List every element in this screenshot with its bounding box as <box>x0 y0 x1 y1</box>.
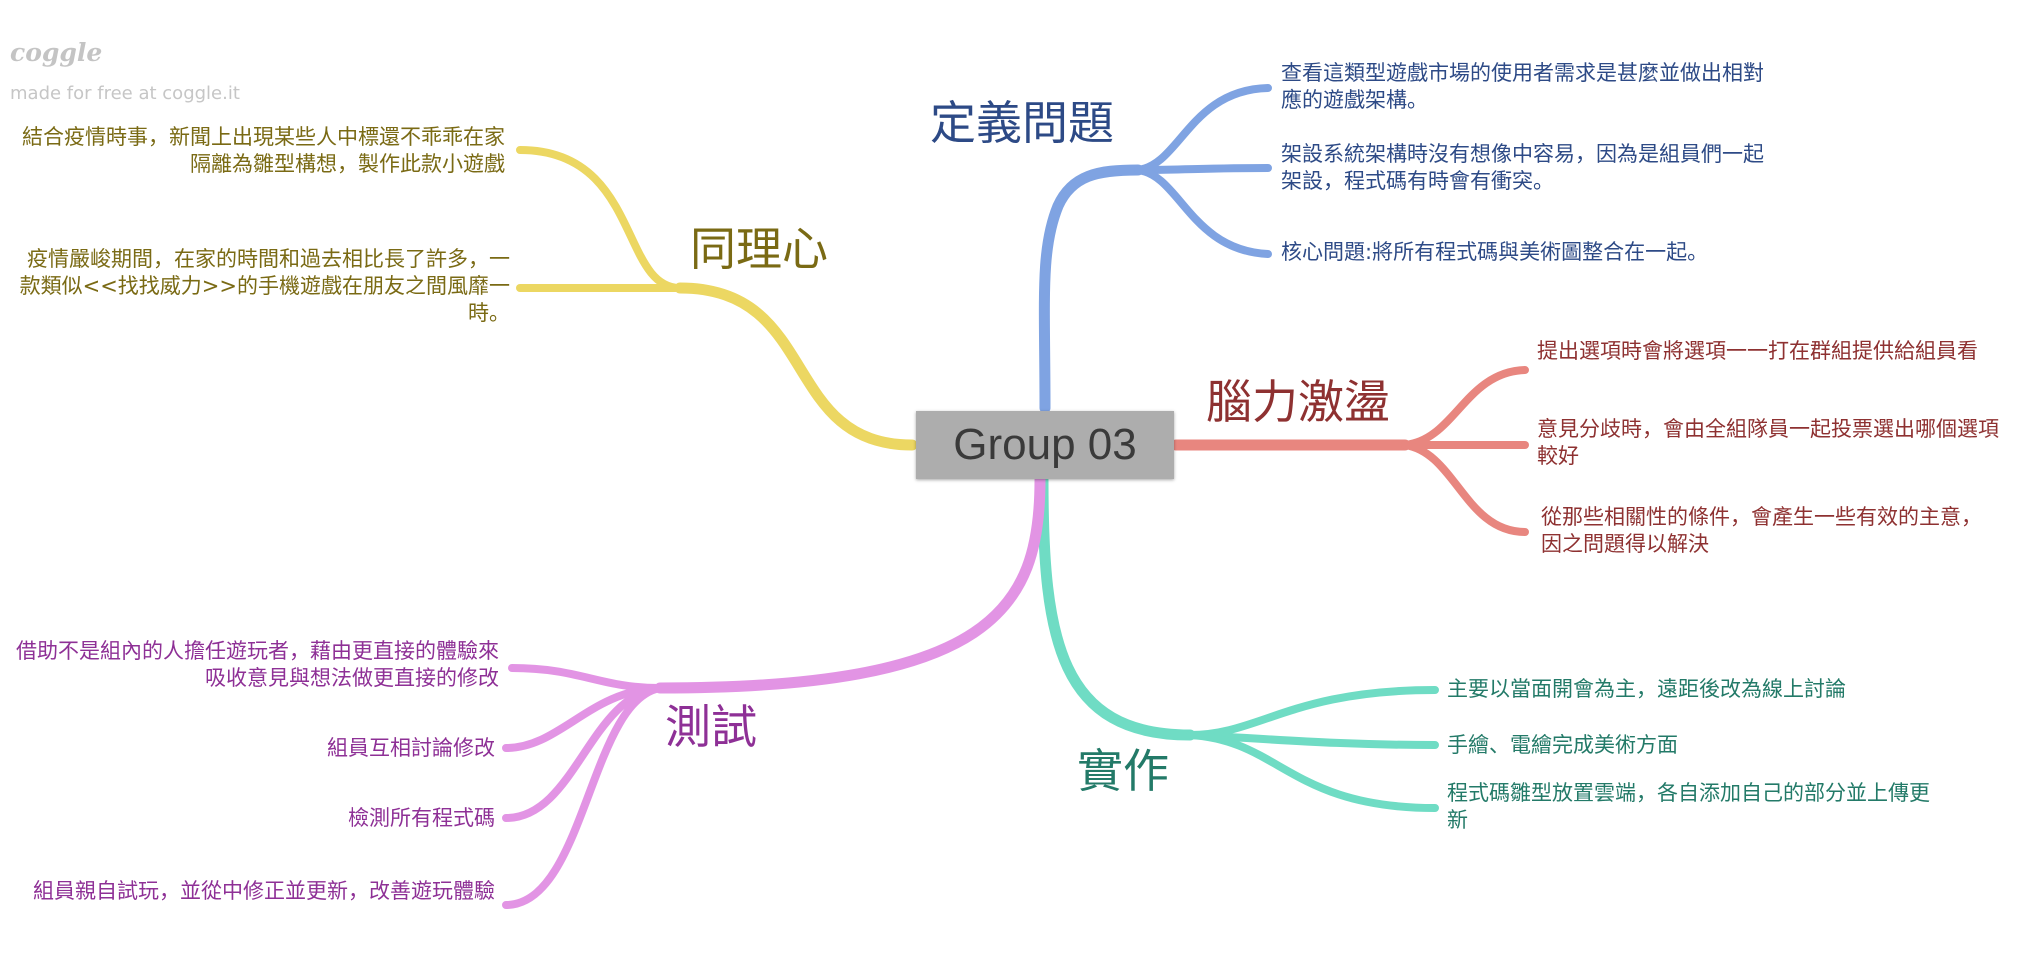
leaf-implement-1[interactable]: 主要以當面開會為主，遠距後改為線上討論 <box>1447 677 1846 701</box>
connector-define-3 <box>1134 166 1272 258</box>
test-connectors <box>502 474 1046 909</box>
leaf-test-2[interactable]: 組員互相討論修改 <box>327 736 495 760</box>
leaf-empathy-2[interactable]: 疫情嚴峻期間，在家的時間和過去相比長了許多，一款類似<<找找威力>>的手機遊戲在… <box>19 247 510 325</box>
connector-brainstorm-3 <box>1401 441 1529 536</box>
leaf-empathy-1[interactable]: 結合疫情時事，新聞上出現某些人中標還不乖乖在家隔離為雛型構想，製作此款小遊戲 <box>22 125 505 176</box>
connector-brainstorm-1 <box>1401 366 1529 449</box>
implement-connectors <box>1037 474 1439 812</box>
branch-title-implement[interactable]: 實作 <box>1077 744 1169 798</box>
connector-implement-1 <box>1186 686 1439 739</box>
leaf-brainstorm-2[interactable]: 意見分歧時，會由全組隊員一起投票選出哪個選項較好 <box>1537 417 1999 468</box>
connector-implement-3 <box>1186 731 1439 812</box>
leaf-define-3[interactable]: 核心問題:將所有程式碼與美術圖整合在一起。 <box>1281 240 1709 264</box>
connector-define-1 <box>1134 84 1272 174</box>
leaf-brainstorm-3[interactable]: 從那些相關性的條件，會產生一些有效的主意，因之問題得以解決 <box>1541 505 1982 556</box>
central-node[interactable]: Group 03 <box>916 411 1174 479</box>
connector-center-test <box>654 474 1046 694</box>
connector-center-define <box>1038 164 1144 414</box>
connector-define-2 <box>1134 164 1272 174</box>
leaf-test-1[interactable]: 借助不是組內的人擔任遊玩者，藉由更直接的體驗來吸收意見與想法做更直接的修改 <box>16 639 499 690</box>
brainstorm-connectors <box>1170 366 1529 536</box>
coggle-logo[interactable]: coggle <box>10 38 103 67</box>
branch-title-define[interactable]: 定義問題 <box>930 96 1114 150</box>
leaf-define-1[interactable]: 查看這類型遊戲市場的使用者需求是甚麼並做出相對應的遊戲架構。 <box>1281 61 1764 112</box>
connector-test-1 <box>508 664 664 692</box>
leaf-implement-2[interactable]: 手繪、電繪完成美術方面 <box>1447 733 1678 757</box>
leaf-brainstorm-1[interactable]: 提出選項時會將選項一一打在群組提供給組員看 <box>1537 339 1978 363</box>
connector-test-4 <box>502 684 664 909</box>
leaf-test-4[interactable]: 組員親自試玩，並從中修正並更新，改善遊玩體驗 <box>33 879 495 903</box>
empathy-connectors <box>516 146 918 451</box>
leaf-define-2[interactable]: 架設系統架構時沒有想像中容易，因為是組員們一起架設，程式碼有時會有衝突。 <box>1281 142 1764 193</box>
define-connectors <box>1038 84 1272 414</box>
leaf-implement-3[interactable]: 程式碼雛型放置雲端，各自添加自己的部分並上傳更新 <box>1447 781 1930 832</box>
connector-empathy-1 <box>516 146 684 292</box>
connector-center-implement <box>1037 474 1196 741</box>
connector-center-empathy <box>674 282 918 451</box>
coggle-tagline[interactable]: made for free at coggle.it <box>10 83 240 104</box>
branch-title-empathy[interactable]: 同理心 <box>690 222 828 276</box>
branch-title-test[interactable]: 測試 <box>665 700 757 754</box>
leaf-test-3[interactable]: 檢測所有程式碼 <box>348 806 495 830</box>
connector-test-3 <box>502 684 664 822</box>
branch-title-brainstorm[interactable]: 腦力激盪 <box>1206 375 1390 429</box>
